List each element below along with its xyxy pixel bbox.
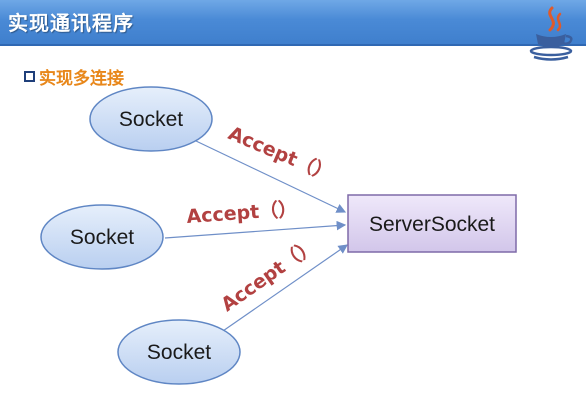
edge-label-2: Accept（）	[186, 197, 298, 228]
edge-line-2	[164, 220, 347, 239]
client-node-1-label: Socket	[119, 108, 183, 131]
client-node-2: Socket	[40, 204, 164, 270]
client-node-3-label: Socket	[147, 341, 211, 364]
edge-label-1: Accept（）	[225, 121, 336, 185]
page-title: 实现通讯程序	[8, 11, 134, 35]
square-bullet-icon	[24, 70, 35, 82]
edge-label-3: Accept（）	[217, 234, 321, 316]
client-node-3: Socket	[117, 319, 241, 385]
edge-line-1	[195, 140, 347, 213]
client-node-2-label: Socket	[70, 226, 134, 249]
section-title: 实现多连接	[39, 68, 124, 89]
client-node-1: Socket	[89, 86, 213, 152]
section-heading: 实现多连接	[24, 65, 124, 89]
edge-line-3	[219, 244, 348, 334]
title-bar: 实现通讯程序	[0, 0, 586, 46]
server-node-label: ServerSocket	[369, 213, 495, 236]
server-node: ServerSocket	[347, 194, 517, 253]
java-coffee-cup-icon	[529, 6, 573, 61]
